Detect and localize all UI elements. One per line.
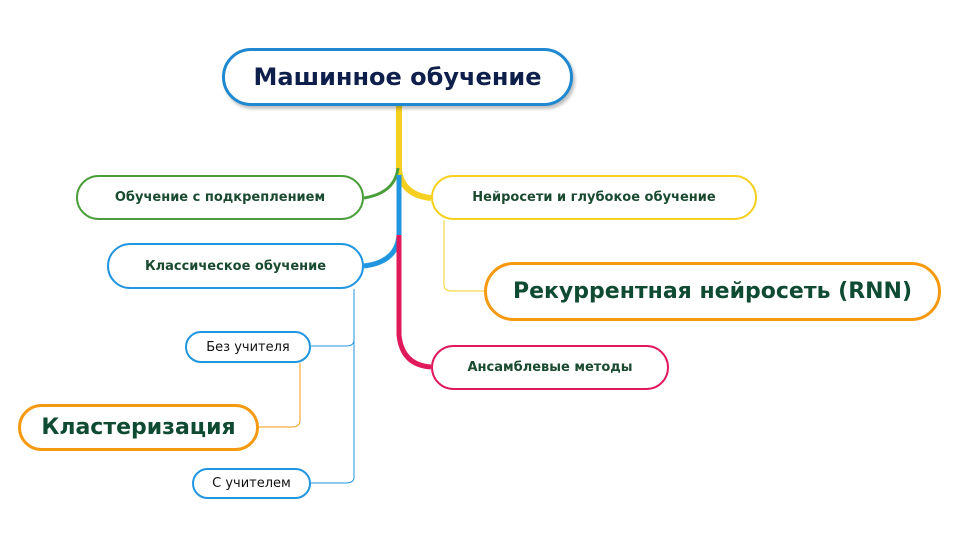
supervised-label: С учителем: [212, 476, 291, 491]
node-reinforcement[interactable]: Обучение с подкреплением: [76, 175, 364, 220]
node-classical[interactable]: Классическое обучение: [107, 243, 364, 289]
connector-ensemble: [396, 235, 432, 370]
neural-label: Нейросети и глубокое обучение: [472, 190, 716, 205]
connector-neural: [396, 106, 432, 201]
unsupervised-label: Без учителя: [206, 339, 290, 355]
rnn-label: Рекуррентная нейросеть (RNN): [512, 279, 913, 304]
clustering-label: Кластеризация: [41, 415, 236, 440]
node-supervised[interactable]: С учителем: [192, 468, 311, 499]
node-neural[interactable]: Нейросети и глубокое обучение: [431, 175, 757, 220]
node-clustering[interactable]: Кластеризация: [18, 404, 259, 451]
connector-unsupervised: [311, 289, 355, 347]
classical-label: Классическое обучение: [144, 258, 327, 274]
ensemble-label: Ансамблевые методы: [467, 360, 633, 375]
connector-supervised: [311, 340, 355, 484]
connector-clustering: [259, 363, 301, 428]
connector-classical: [363, 175, 402, 269]
reinforcement-label: Обучение с подкреплением: [114, 190, 326, 205]
node-unsupervised[interactable]: Без учителя: [185, 331, 311, 363]
connector-reinforcement: [363, 167, 400, 200]
node-ensemble[interactable]: Ансамблевые методы: [431, 345, 669, 390]
node-rnn[interactable]: Рекуррентная нейросеть (RNN): [484, 262, 941, 321]
connector-rnn: [443, 220, 484, 292]
root-label: Машинное обучение: [253, 63, 542, 91]
root-node[interactable]: Машинное обучение: [222, 48, 573, 106]
